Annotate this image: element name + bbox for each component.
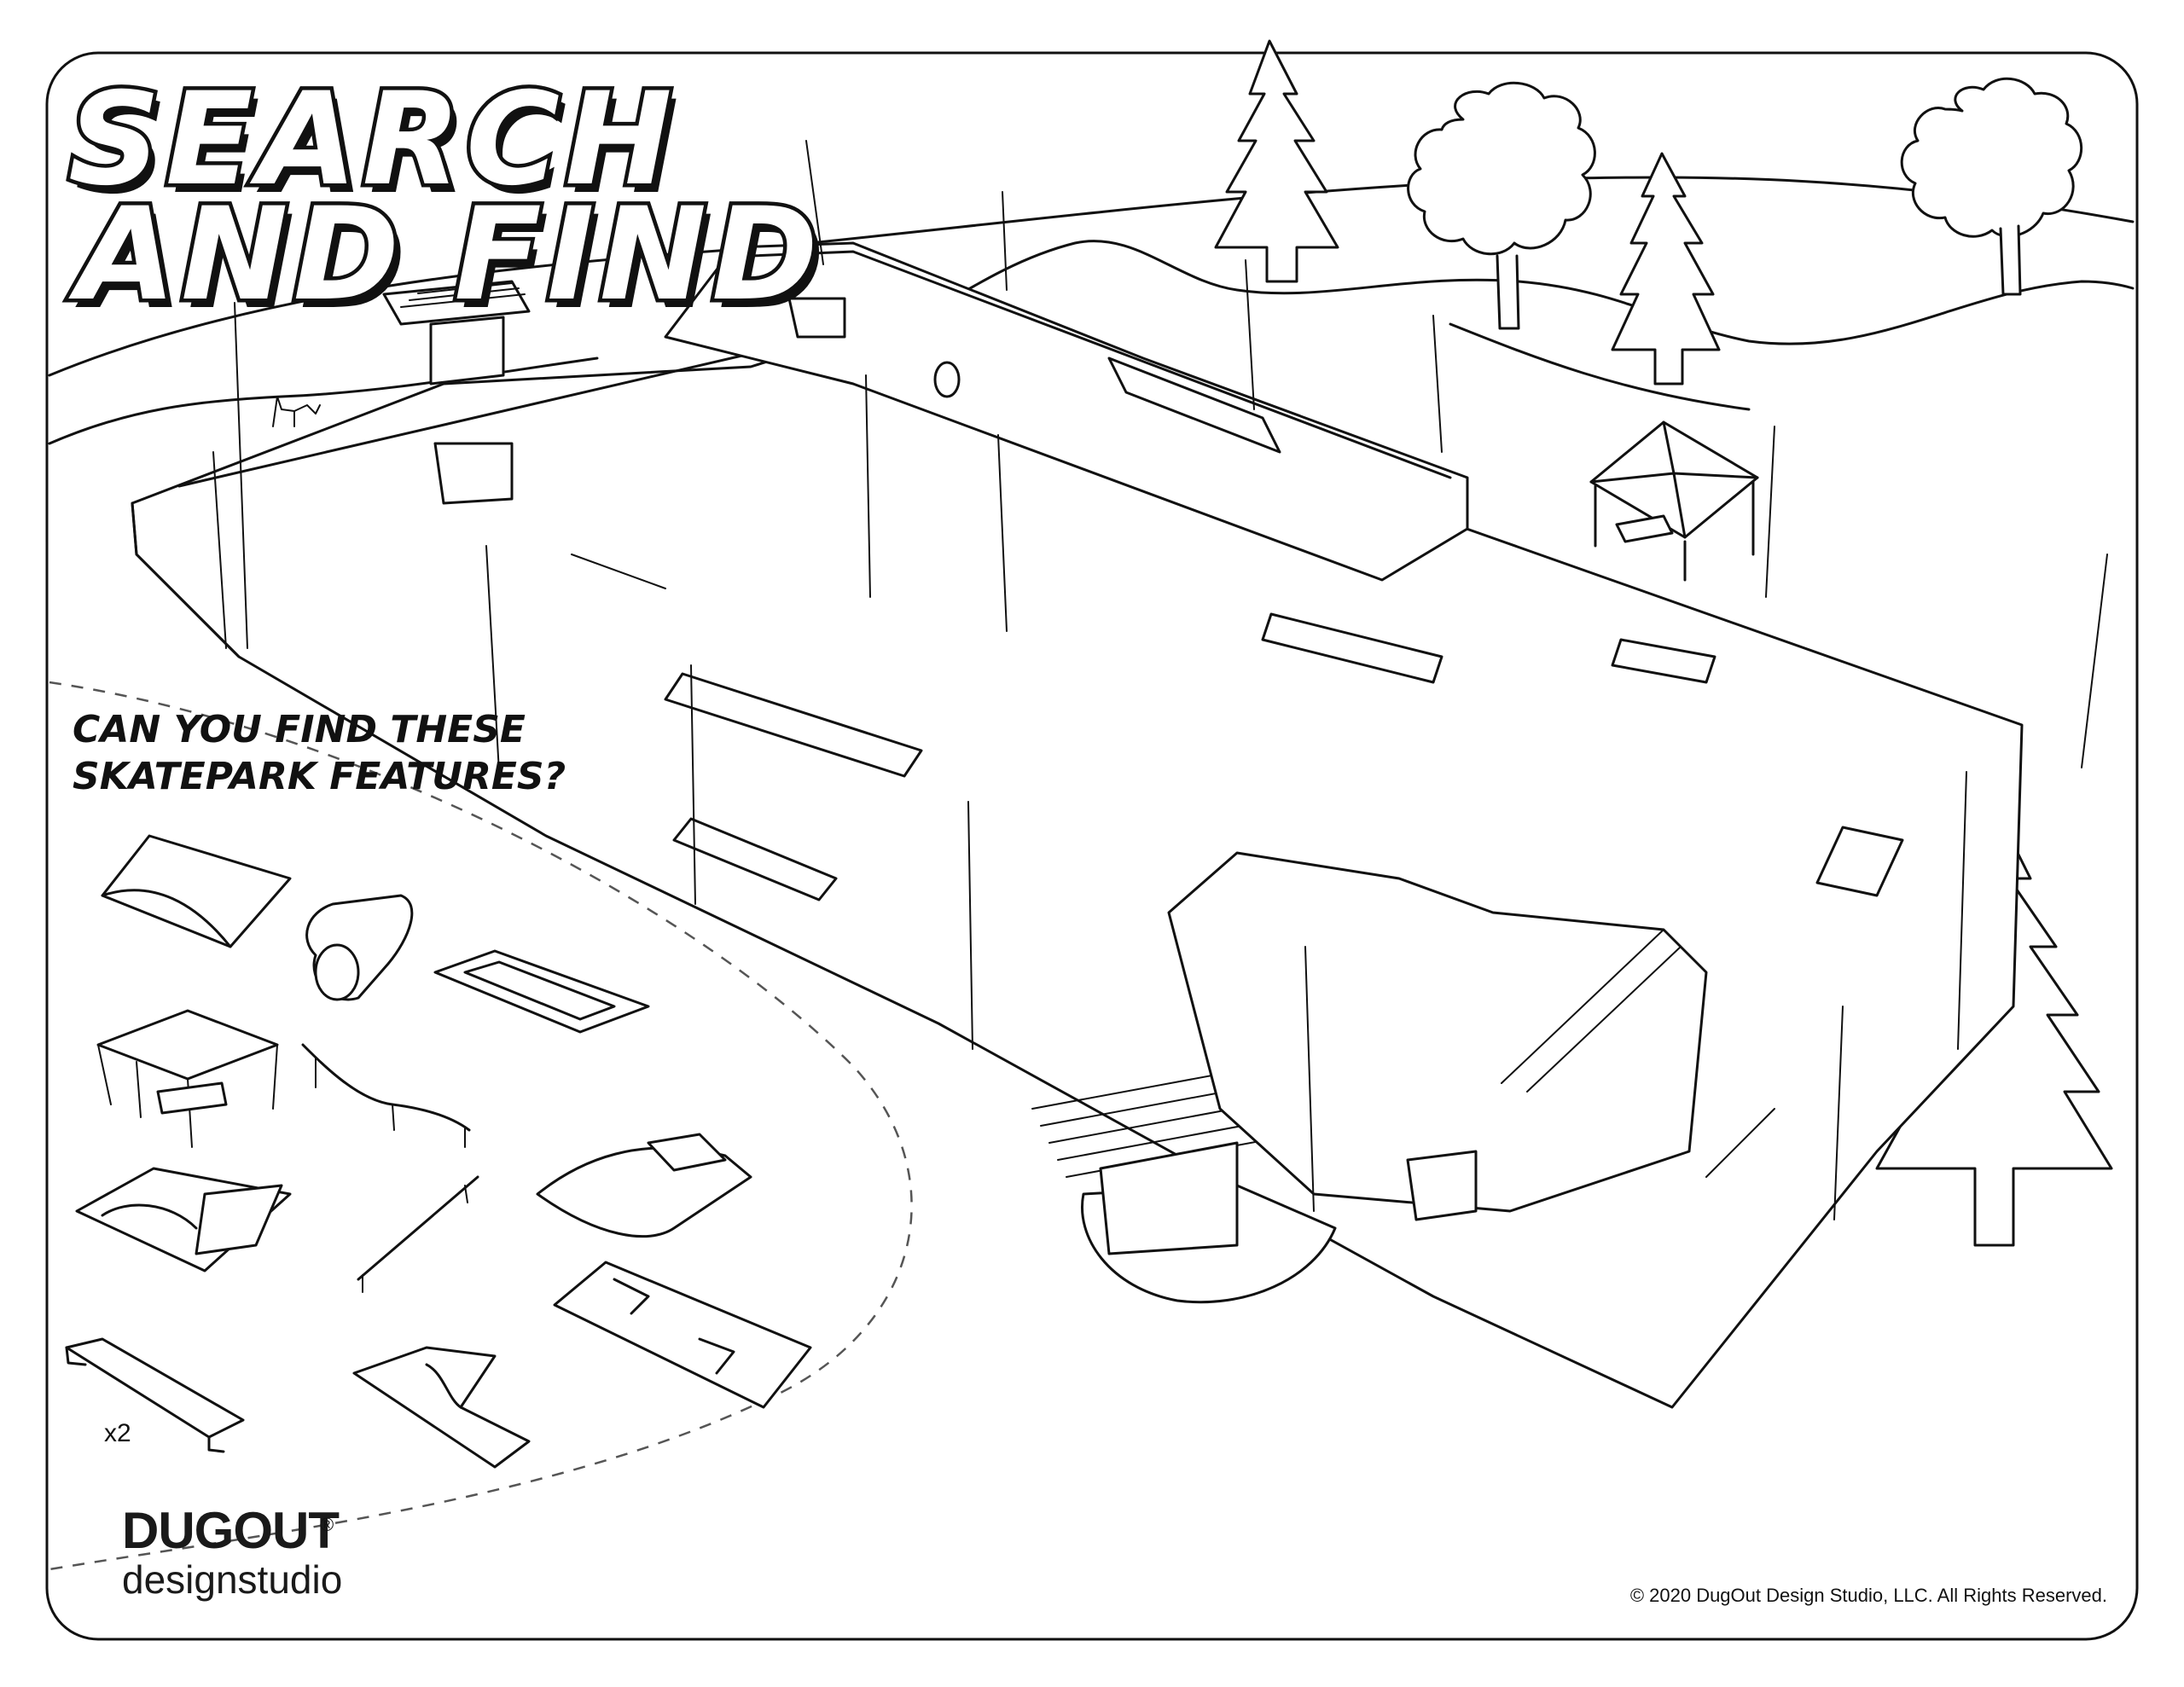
tube-pipe-icon bbox=[305, 894, 414, 1001]
copyright-notice: © 2020 DugOut Design Studio, LLC. All Ri… bbox=[1630, 1585, 2107, 1606]
feature-checklist bbox=[65, 834, 812, 1469]
find-prompt: CAN YOU FIND THESE SKATEPARK FEATURES? bbox=[73, 708, 566, 798]
prompt-line1: CAN YOU FIND THESE bbox=[73, 708, 526, 751]
title-line1: SEARCH bbox=[68, 66, 677, 214]
title-line2: AND FIND bbox=[68, 181, 823, 329]
brand-logo: DUGOUT ® designstudio bbox=[122, 1502, 342, 1602]
step-ledge-icon bbox=[553, 1261, 812, 1409]
manual-pad-icon bbox=[433, 442, 514, 505]
deciduous-tree-icon bbox=[1407, 81, 1596, 330]
bowl-section bbox=[1167, 851, 1708, 1221]
manual-pad-icon bbox=[1261, 612, 1443, 684]
pergola-structure bbox=[1031, 1065, 1337, 1304]
title-line2-shadow: AND FIND bbox=[75, 189, 830, 338]
pine-tree-icon bbox=[1214, 39, 1339, 283]
pump-bump-icon bbox=[536, 1133, 752, 1238]
brand-main-text: DUGOUT bbox=[122, 1502, 339, 1559]
manual-pad-icon bbox=[433, 949, 650, 1034]
step-ledge-icon bbox=[664, 672, 923, 778]
flat-rail-icon bbox=[1705, 1108, 1775, 1178]
cat-icon bbox=[272, 396, 321, 427]
curved-rail-icon bbox=[571, 554, 666, 589]
deciduous-tree-icon bbox=[1900, 77, 2083, 296]
brand-registered-mark: ® bbox=[320, 1514, 334, 1535]
bench-icon bbox=[672, 817, 838, 901]
tube-pipe-icon bbox=[933, 361, 961, 398]
prompt-line2: SKATEPARK FEATURES? bbox=[73, 755, 566, 798]
bench-icon bbox=[1815, 826, 1904, 897]
flow-section-top bbox=[664, 241, 1469, 582]
curved-rail-icon bbox=[301, 1043, 471, 1148]
quarter-pipe-ramp-icon bbox=[101, 834, 292, 948]
gazebo-shelter-icon bbox=[96, 1009, 279, 1148]
brand-sub-text: designstudio bbox=[122, 1557, 342, 1602]
pergola-structure bbox=[382, 280, 531, 386]
page-border bbox=[45, 51, 2139, 1641]
light-poles bbox=[212, 140, 2108, 1220]
title-line1-shadow: SEARCH bbox=[75, 74, 684, 223]
bench-count-label: x2 bbox=[104, 1419, 131, 1447]
mini-bowl-icon bbox=[75, 1167, 292, 1272]
gazebo-shelter-icon bbox=[1589, 420, 1759, 582]
feature-pieces bbox=[433, 442, 1904, 1178]
title: SEARCH SEARCH AND FIND AND FIND bbox=[65, 62, 830, 339]
l-ledge-icon bbox=[1611, 638, 1716, 684]
bench-icon bbox=[65, 1337, 245, 1453]
l-ledge-icon bbox=[352, 1346, 531, 1469]
pine-tree-icon bbox=[1611, 152, 1721, 386]
flat-rail-icon bbox=[357, 1175, 479, 1293]
